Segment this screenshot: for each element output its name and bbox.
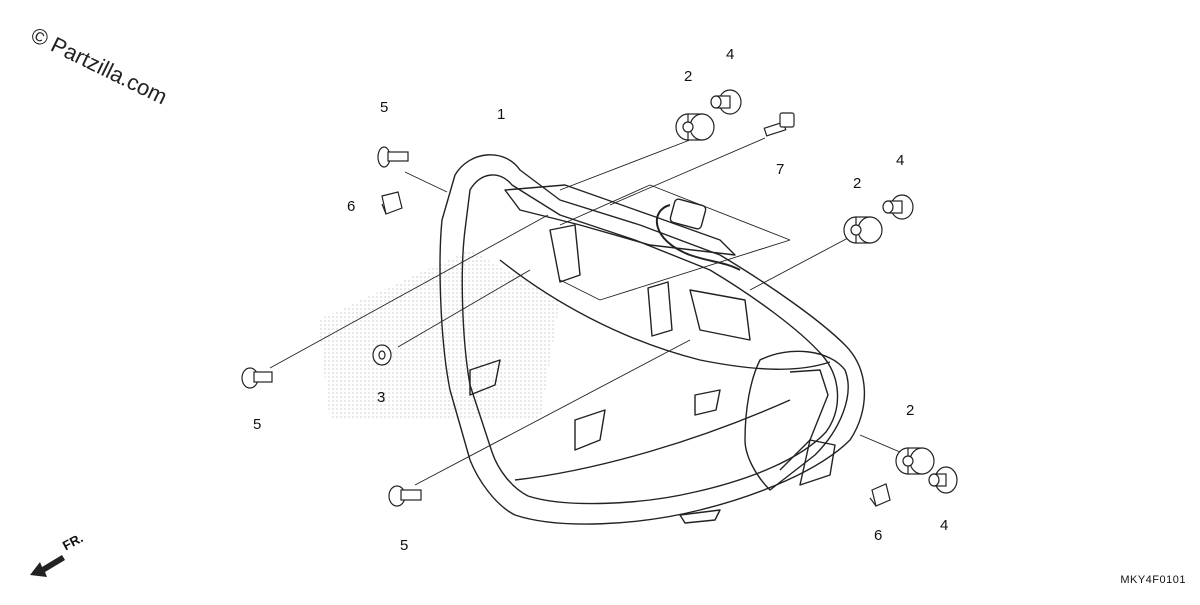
clip-nut-lower [869, 483, 891, 507]
grommet-upper [675, 113, 715, 141]
callout-1: 1 [497, 106, 506, 123]
collar-middle [882, 194, 914, 220]
screw-lower-left [241, 367, 273, 389]
front-direction-arrow-icon [30, 555, 65, 577]
hardware [241, 89, 958, 507]
screw-upper-left [377, 146, 409, 168]
clip-nut-upper [381, 191, 403, 215]
collar-upper [710, 89, 742, 115]
callout-2-upper: 2 [684, 68, 693, 85]
bolt [763, 112, 795, 137]
screw-bottom [388, 485, 422, 507]
grommet-lower [895, 447, 935, 475]
callout-5-upper: 5 [380, 99, 389, 116]
headlight-assembly [439, 154, 866, 525]
shading [318, 250, 560, 420]
callout-2-lower: 2 [906, 402, 915, 419]
callout-3: 3 [377, 389, 386, 406]
callout-4-middle: 4 [896, 152, 905, 169]
callout-5-left: 5 [253, 416, 262, 433]
callout-5-bottom: 5 [400, 537, 409, 554]
callout-7: 7 [776, 161, 785, 178]
collar-lower [928, 466, 958, 494]
leader-lines [269, 137, 901, 486]
washer [372, 344, 392, 366]
callout-4-upper: 4 [726, 46, 735, 63]
callout-4-lower: 4 [940, 517, 949, 534]
callout-6-upper: 6 [347, 198, 356, 215]
callout-2-middle: 2 [853, 175, 862, 192]
callout-6-lower: 6 [874, 527, 883, 544]
grommet-middle [843, 216, 883, 244]
diagram-code: MKY4F0101 [1120, 574, 1186, 586]
